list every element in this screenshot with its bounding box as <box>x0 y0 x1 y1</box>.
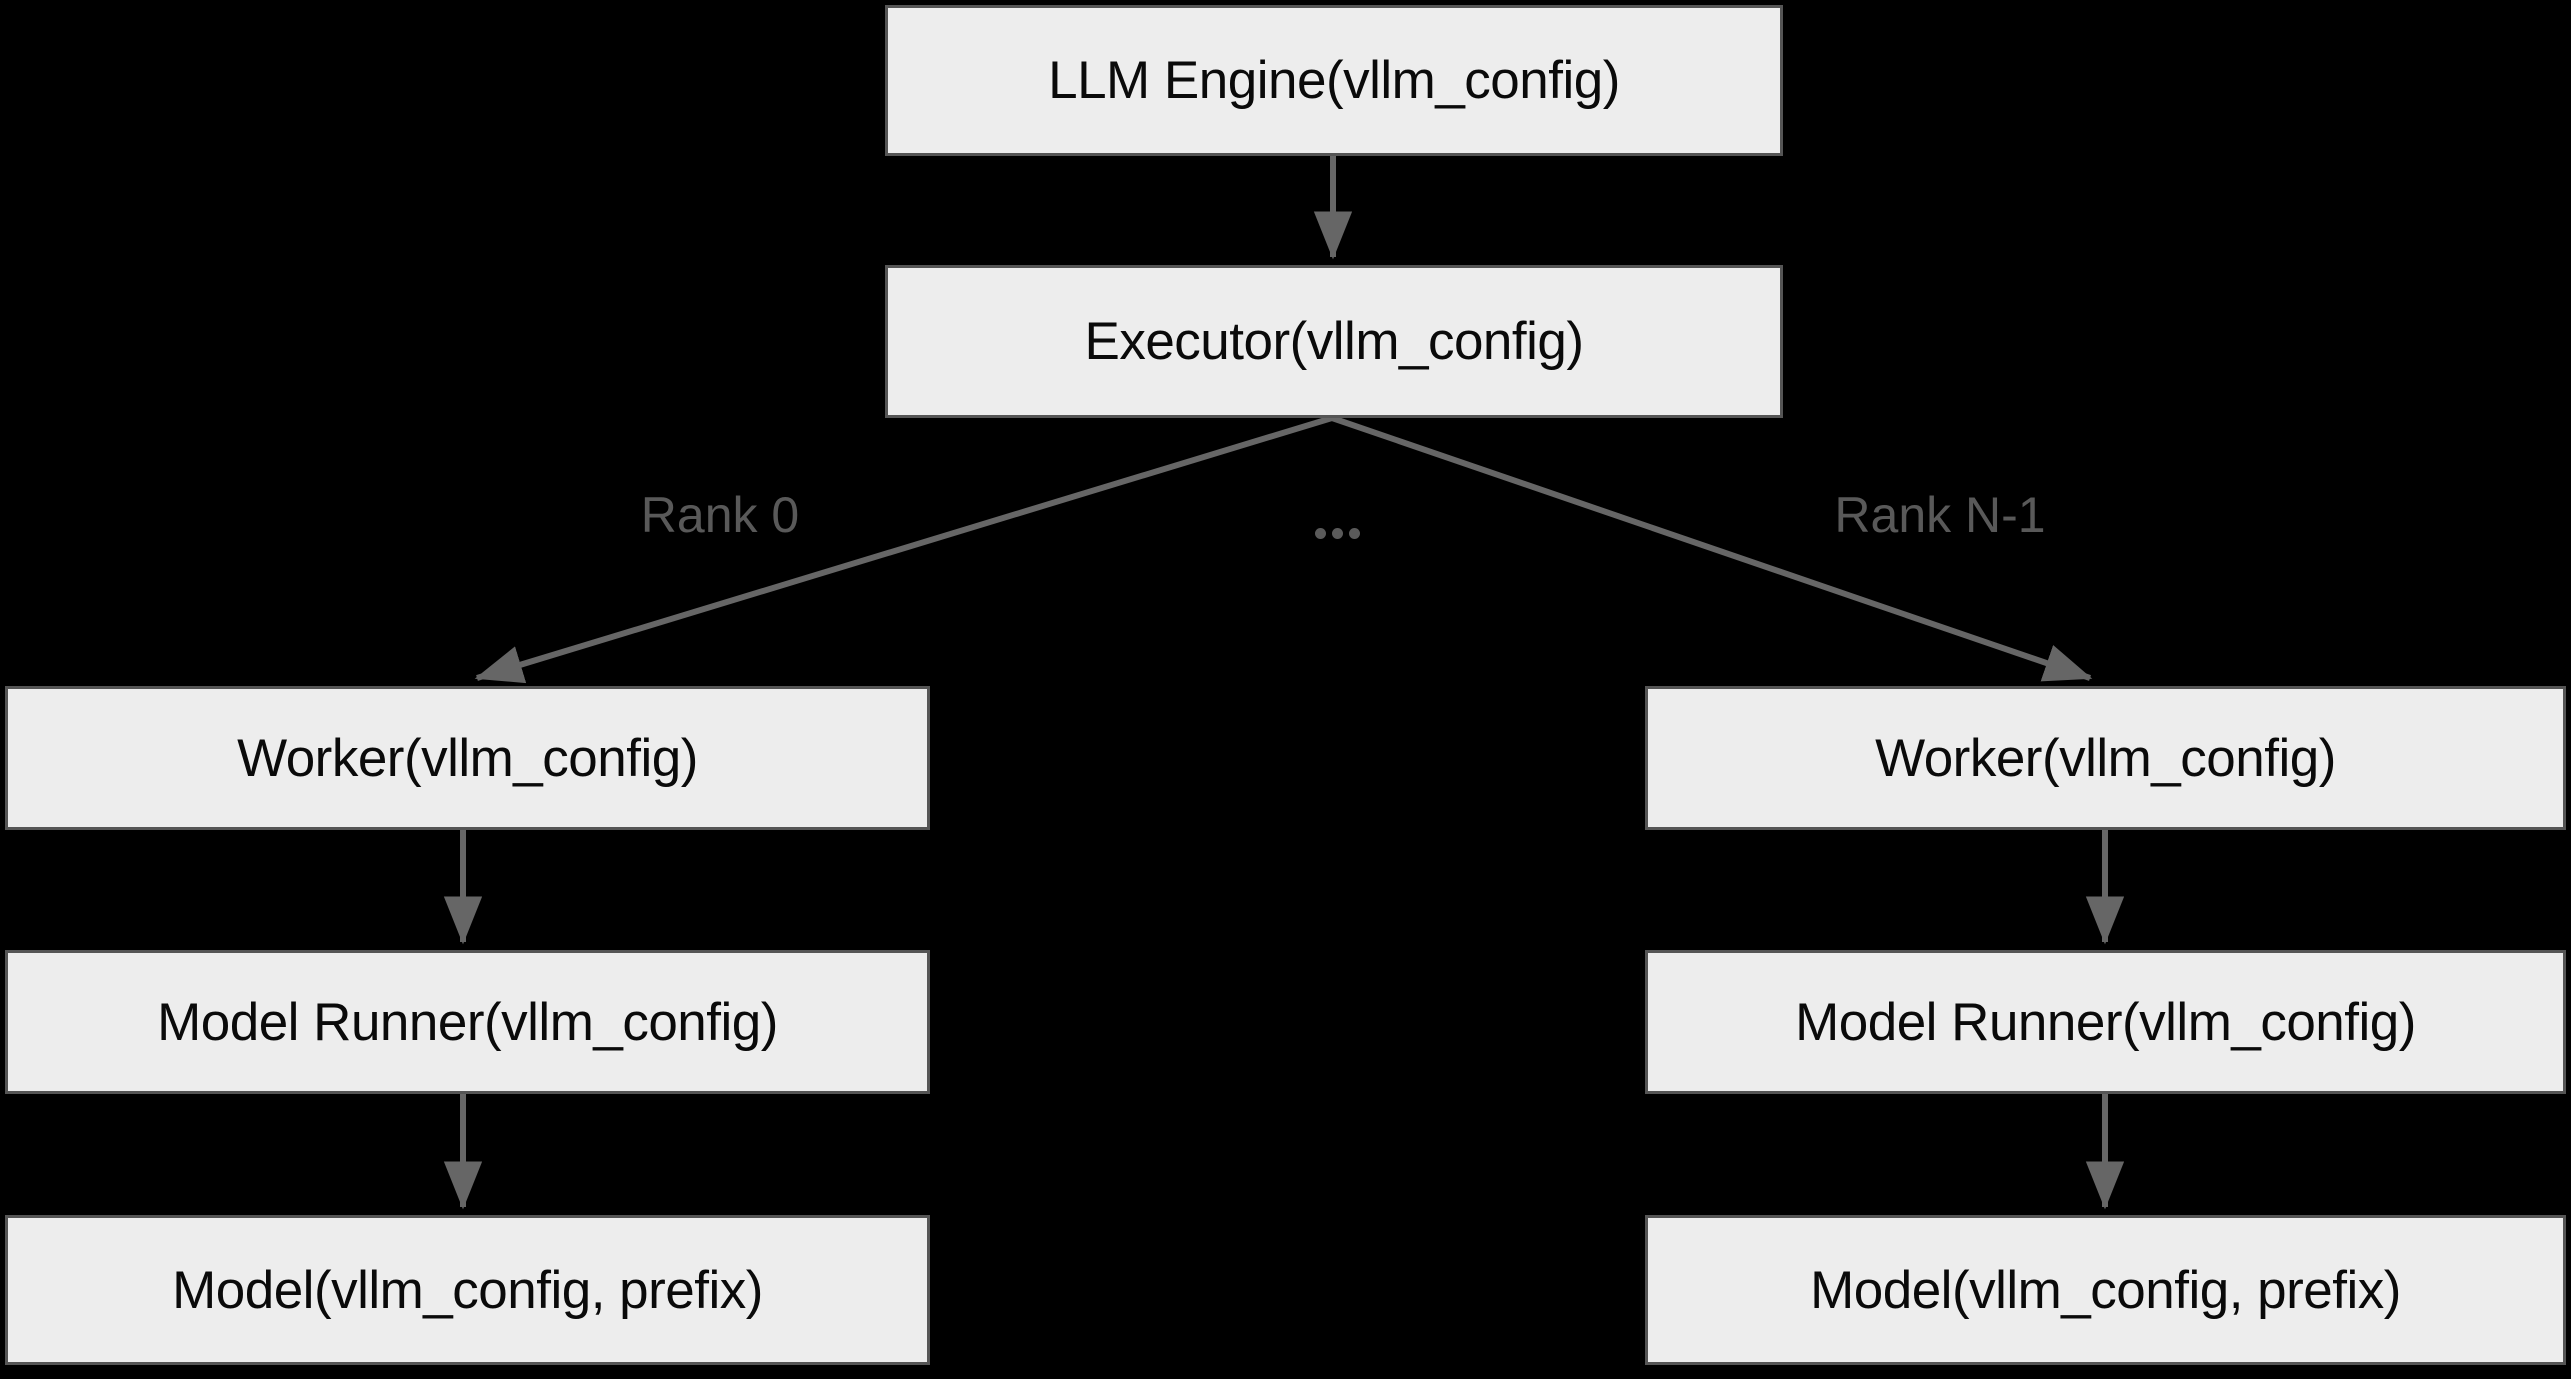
edge-executor-to-worker-rankn <box>1331 415 2093 682</box>
ellipsis-dot <box>1332 528 1343 539</box>
edge-label-rank-ellipsis <box>1315 528 1360 539</box>
node-worker-rank0[interactable]: Worker(vllm_config) <box>5 686 930 830</box>
node-executor-label: Executor(vllm_config) <box>1084 312 1584 371</box>
node-model-rankn[interactable]: Model(vllm_config, prefix) <box>1645 1215 2566 1365</box>
ellipsis-dot <box>1315 528 1326 539</box>
node-worker-rankn[interactable]: Worker(vllm_config) <box>1645 686 2566 830</box>
node-worker-rank0-label: Worker(vllm_config) <box>237 728 698 788</box>
node-llm-engine-label: LLM Engine(vllm_config) <box>1048 51 1620 110</box>
node-model-rankn-label: Model(vllm_config, prefix) <box>1810 1260 2401 1320</box>
ellipsis-dot <box>1349 528 1360 539</box>
node-model-runner-rankn-label: Model Runner(vllm_config) <box>1795 992 2416 1052</box>
node-worker-rankn-label: Worker(vllm_config) <box>1875 728 2336 788</box>
node-model-runner-rank0[interactable]: Model Runner(vllm_config) <box>5 950 930 1094</box>
node-model-rank0-label: Model(vllm_config, prefix) <box>172 1260 763 1320</box>
node-model-runner-rank0-label: Model Runner(vllm_config) <box>157 992 778 1052</box>
edge-label-rank-last: Rank N-1 <box>1834 487 2046 543</box>
node-llm-engine[interactable]: LLM Engine(vllm_config) <box>885 5 1783 156</box>
node-model-runner-rankn[interactable]: Model Runner(vllm_config) <box>1645 950 2566 1094</box>
edge-label-rank-first: Rank 0 <box>640 487 800 543</box>
node-model-rank0[interactable]: Model(vllm_config, prefix) <box>5 1215 930 1365</box>
edge-executor-to-worker-rank0 <box>474 415 1333 684</box>
node-executor[interactable]: Executor(vllm_config) <box>885 265 1783 418</box>
